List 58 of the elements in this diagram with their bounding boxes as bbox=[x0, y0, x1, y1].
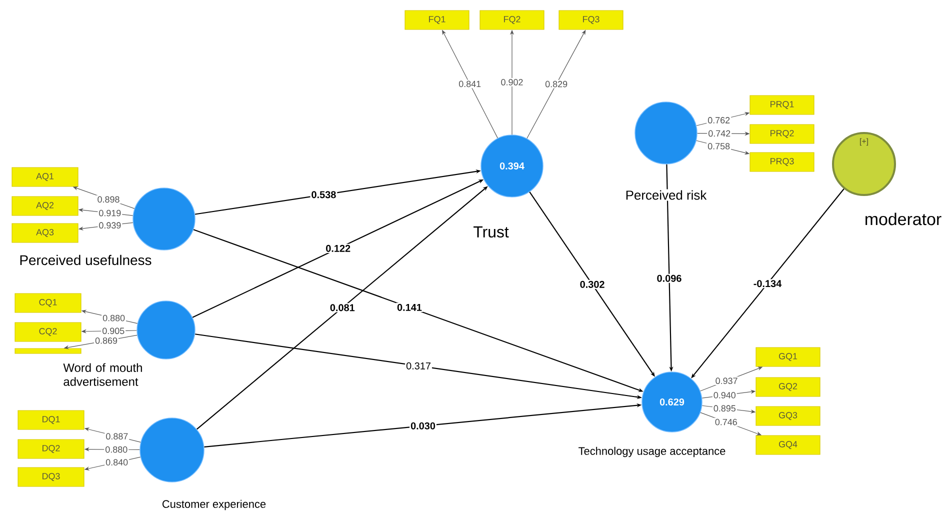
node-caption: Perceived usefulness bbox=[18, 254, 153, 266]
edge-label: 0.841 bbox=[458, 80, 482, 88]
indicator-box: PRQ1 bbox=[750, 95, 814, 115]
indicator-box: GQ1 bbox=[756, 347, 820, 367]
edge-label: 0.096 bbox=[656, 274, 683, 283]
edge-label: 0.895 bbox=[712, 404, 737, 413]
edge-label: 0.880 bbox=[104, 445, 129, 454]
indicator-box: CQ2 bbox=[14, 322, 82, 342]
edge-label: 0.905 bbox=[101, 326, 126, 336]
edge-label: 0.902 bbox=[500, 78, 524, 86]
indicator-box: GQ4 bbox=[756, 435, 820, 455]
node-caption: Trust bbox=[472, 225, 510, 239]
indicator-box: CQ1 bbox=[14, 293, 82, 313]
indicator-box: FQ2 bbox=[480, 10, 544, 30]
node-caption: Technology usage acceptance bbox=[577, 446, 727, 458]
edge-label: 0.538 bbox=[310, 190, 338, 200]
indicator-box: FQ3 bbox=[558, 10, 624, 30]
construct-circle bbox=[136, 300, 196, 360]
edge-label: 0.898 bbox=[96, 195, 121, 204]
edge-label: 0.081 bbox=[328, 303, 356, 312]
indicator-box: FQ1 bbox=[404, 10, 470, 30]
edge-label: 0.746 bbox=[714, 418, 738, 426]
edge-label: 0.840 bbox=[104, 458, 130, 466]
indicator-box: DQ3 bbox=[18, 467, 84, 487]
node-caption: Perceived risk bbox=[624, 189, 708, 201]
edge-label: 0.302 bbox=[578, 280, 606, 289]
node-caption: moderator bbox=[863, 212, 943, 226]
construct-circle bbox=[140, 418, 204, 482]
edge-label: 0.758 bbox=[706, 142, 732, 150]
indicator-box bbox=[14, 348, 82, 354]
edge-label: 0.887 bbox=[104, 432, 130, 440]
construct-circle bbox=[132, 188, 196, 250]
edge-label: 0.030 bbox=[410, 421, 436, 430]
node-caption: Customer experience bbox=[160, 498, 268, 512]
node-caption: Word of mouth advertisement bbox=[62, 362, 150, 387]
edge-label: 0.940 bbox=[712, 391, 737, 400]
edge-label: 0.937 bbox=[714, 376, 739, 385]
indicator-box: PRQ3 bbox=[750, 152, 814, 172]
edge-label: 0.141 bbox=[396, 302, 423, 312]
edge-label: 0.742 bbox=[707, 129, 732, 138]
indicator-box: PRQ2 bbox=[750, 124, 814, 144]
indicator-box: DQ1 bbox=[18, 410, 84, 430]
edge-label: 0.880 bbox=[102, 314, 126, 322]
edge-label: 0.317 bbox=[405, 361, 432, 370]
edge-label: 0.762 bbox=[706, 116, 732, 124]
indicator-box: GQ2 bbox=[756, 377, 820, 397]
edge-label: 0.829 bbox=[544, 80, 569, 88]
indicator-box: AQ3 bbox=[12, 223, 78, 243]
edge-label: 0.919 bbox=[98, 208, 122, 218]
indicator-box: AQ2 bbox=[12, 196, 78, 216]
indicator-box: DQ2 bbox=[18, 439, 84, 459]
indicator-box: GQ3 bbox=[756, 406, 820, 426]
edge-label: 0.939 bbox=[98, 221, 122, 230]
construct-circle bbox=[634, 102, 698, 164]
edge-label: 0.869 bbox=[94, 336, 118, 345]
edge-label: -0.134 bbox=[752, 279, 783, 288]
edge-label: 0.122 bbox=[324, 244, 352, 253]
indicator-box: AQ1 bbox=[12, 167, 78, 187]
